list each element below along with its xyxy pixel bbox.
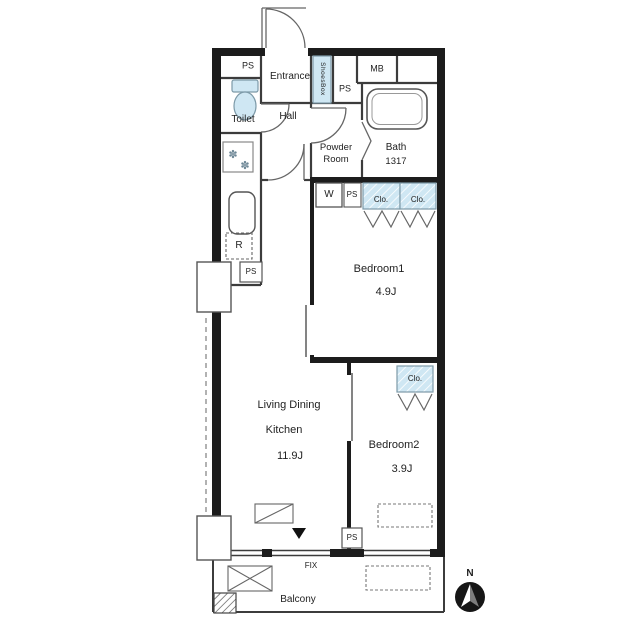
- balcony-area: [212, 557, 445, 614]
- bedroom1-label: Bedroom1: [353, 263, 405, 276]
- wall-ldk-bedroom1-upper: [310, 183, 314, 305]
- pillar-left-lower: [196, 515, 232, 561]
- balcony-hatched-corner: [213, 592, 237, 614]
- powder-door-swing-arc: [310, 107, 347, 144]
- storage-band: [315, 182, 437, 229]
- refrigerator-space-box: [225, 232, 253, 260]
- compass-needle-right: [470, 584, 479, 607]
- washer-space-box: [315, 182, 343, 208]
- kitchen-fixtures: ✽ ✽: [222, 141, 263, 283]
- toilet-door-swing-arc: [260, 103, 290, 133]
- ldk-label-line1: Living Dining: [257, 399, 321, 412]
- compass-needle-left: [461, 584, 470, 607]
- pillar-left-upper: [196, 261, 232, 313]
- wall-bottom-3: [330, 549, 364, 557]
- toilet-bowl-icon: [233, 91, 257, 121]
- bifold-door-icon: [363, 209, 400, 229]
- furniture-marks: [254, 503, 433, 549]
- closet1-label: Clo.: [373, 195, 389, 204]
- closet-bedroom1-right-box: [399, 182, 437, 210]
- kitchen-sink-icon: [228, 191, 256, 235]
- ps-top-left-label: PS: [241, 60, 255, 71]
- windows: [228, 549, 430, 557]
- wall-right: [437, 48, 445, 557]
- shoes-box: [312, 55, 332, 104]
- hall-label: Hall: [279, 110, 297, 122]
- bathtub-inner-line: [371, 93, 423, 125]
- entrance-label: Entrance: [269, 70, 311, 82]
- bath-folding-door: [361, 121, 372, 161]
- partition-lines: [221, 56, 437, 287]
- flower-pattern-icon: ✽: [228, 149, 237, 161]
- wall-top-right: [308, 48, 445, 56]
- ps-bedroom1-box: [343, 182, 362, 208]
- bedroom2-label: Bedroom2: [368, 439, 420, 452]
- wall-ldk-bedroom2-lower: [347, 441, 351, 549]
- refrigerator-label: R: [235, 239, 243, 251]
- wall-powder-bedroom1: [310, 177, 437, 183]
- bifold-door-icon: [397, 392, 433, 412]
- closet-bedroom2-box: [396, 365, 434, 393]
- north-compass: [455, 582, 485, 612]
- wall-bottom-2: [262, 549, 272, 557]
- shoes-box-label: ShoesBox: [319, 62, 327, 96]
- flower-pattern-icon: ✽: [240, 160, 249, 172]
- ldk-label-line2: Kitchen: [265, 424, 303, 437]
- ldk-door-swing-arc: [267, 143, 305, 181]
- wall-bedroom1-bedroom2: [310, 357, 445, 363]
- toilet-label: Toilet: [231, 113, 255, 125]
- bed-space-dotted-box: [377, 503, 433, 528]
- bedroom1-size-label: 4.9J: [375, 286, 397, 299]
- kitchen-vent-box: [222, 141, 254, 173]
- ps-entrance-label: PS: [338, 83, 352, 94]
- balcony-label: Balcony: [280, 593, 316, 605]
- counter-board-diagonal: [254, 503, 294, 524]
- pillars: [196, 261, 232, 561]
- balcony-equipment-box: [227, 565, 273, 592]
- bifold-door-icon: [400, 209, 436, 229]
- ps-kitchen-label: PS: [245, 267, 257, 276]
- toilet-tank-icon: [231, 79, 259, 93]
- bedroom2-size-label: 3.9J: [391, 463, 413, 476]
- fixtures-drawn: [231, 55, 428, 130]
- closet3-label: Clo.: [407, 374, 423, 383]
- closet2-label: Clo.: [410, 195, 426, 204]
- bedroom2-storage: [396, 365, 434, 412]
- ldk-size-label: 11.9J: [276, 450, 304, 463]
- bath-size-label: 1317: [385, 156, 407, 168]
- washer-label: W: [324, 188, 334, 200]
- bath-label: Bath: [385, 141, 407, 153]
- ps-bottom-box: [341, 527, 363, 549]
- entrance-door-swing-arc: [265, 8, 306, 49]
- wall-ldk-bedroom2-upper: [347, 363, 351, 375]
- interior-walls: [310, 177, 445, 549]
- wall-top-left: [212, 48, 265, 56]
- fix-window-label: FIX: [304, 561, 318, 570]
- balcony-dotted-box: [365, 565, 431, 591]
- bathtub-icon: [366, 88, 428, 130]
- north-label: N: [466, 567, 474, 579]
- meter-box-label: MB: [370, 63, 384, 74]
- ps-bottom-label: PS: [346, 533, 358, 542]
- direction-triangle-icon: [292, 528, 306, 539]
- powder-room-label: Powder Room: [319, 142, 353, 165]
- wall-bottom-4: [430, 549, 445, 557]
- ps-bedroom1-label: PS: [346, 190, 358, 199]
- ps-kitchen-box: [239, 261, 263, 283]
- doors: [260, 7, 372, 441]
